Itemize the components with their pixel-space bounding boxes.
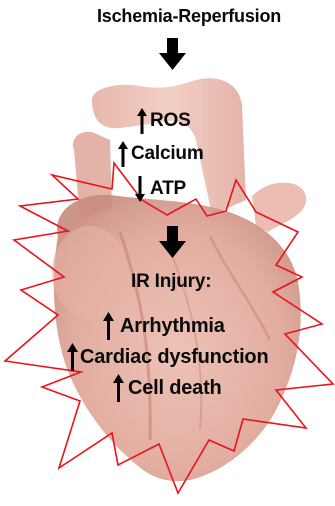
up-arrow-icon bbox=[103, 312, 114, 340]
down-arrow-icon bbox=[159, 38, 186, 70]
up-arrow-icon bbox=[118, 141, 128, 167]
injury-heading: IR Injury: bbox=[131, 271, 211, 293]
injury-item-arrhythmia: Arrhythmia bbox=[103, 312, 225, 340]
down-arrow-icon bbox=[135, 176, 145, 202]
up-arrow-icon bbox=[67, 343, 78, 371]
injury-item-cell-death: Cell death bbox=[113, 374, 222, 402]
effect-atp: ATP bbox=[135, 176, 186, 202]
right-atrium bbox=[52, 226, 128, 318]
effect-ros: ROS bbox=[137, 108, 191, 134]
effect-label: ATP bbox=[150, 178, 186, 200]
effect-label: Calcium bbox=[131, 143, 204, 165]
up-arrow-icon bbox=[137, 108, 147, 134]
injury-item-cardiac-dysfunction: Cardiac dysfunction bbox=[67, 343, 268, 371]
injury-label: Cardiac dysfunction bbox=[80, 346, 268, 369]
pulmonary-vessel bbox=[252, 183, 306, 232]
injury-label: Cell death bbox=[128, 377, 222, 400]
diagram-title: Ischemia-Reperfusion bbox=[97, 6, 281, 27]
up-arrow-icon bbox=[113, 374, 124, 402]
injury-label: Arrhythmia bbox=[120, 315, 225, 338]
effect-label: ROS bbox=[150, 110, 191, 132]
effect-calcium: Calcium bbox=[118, 141, 204, 167]
